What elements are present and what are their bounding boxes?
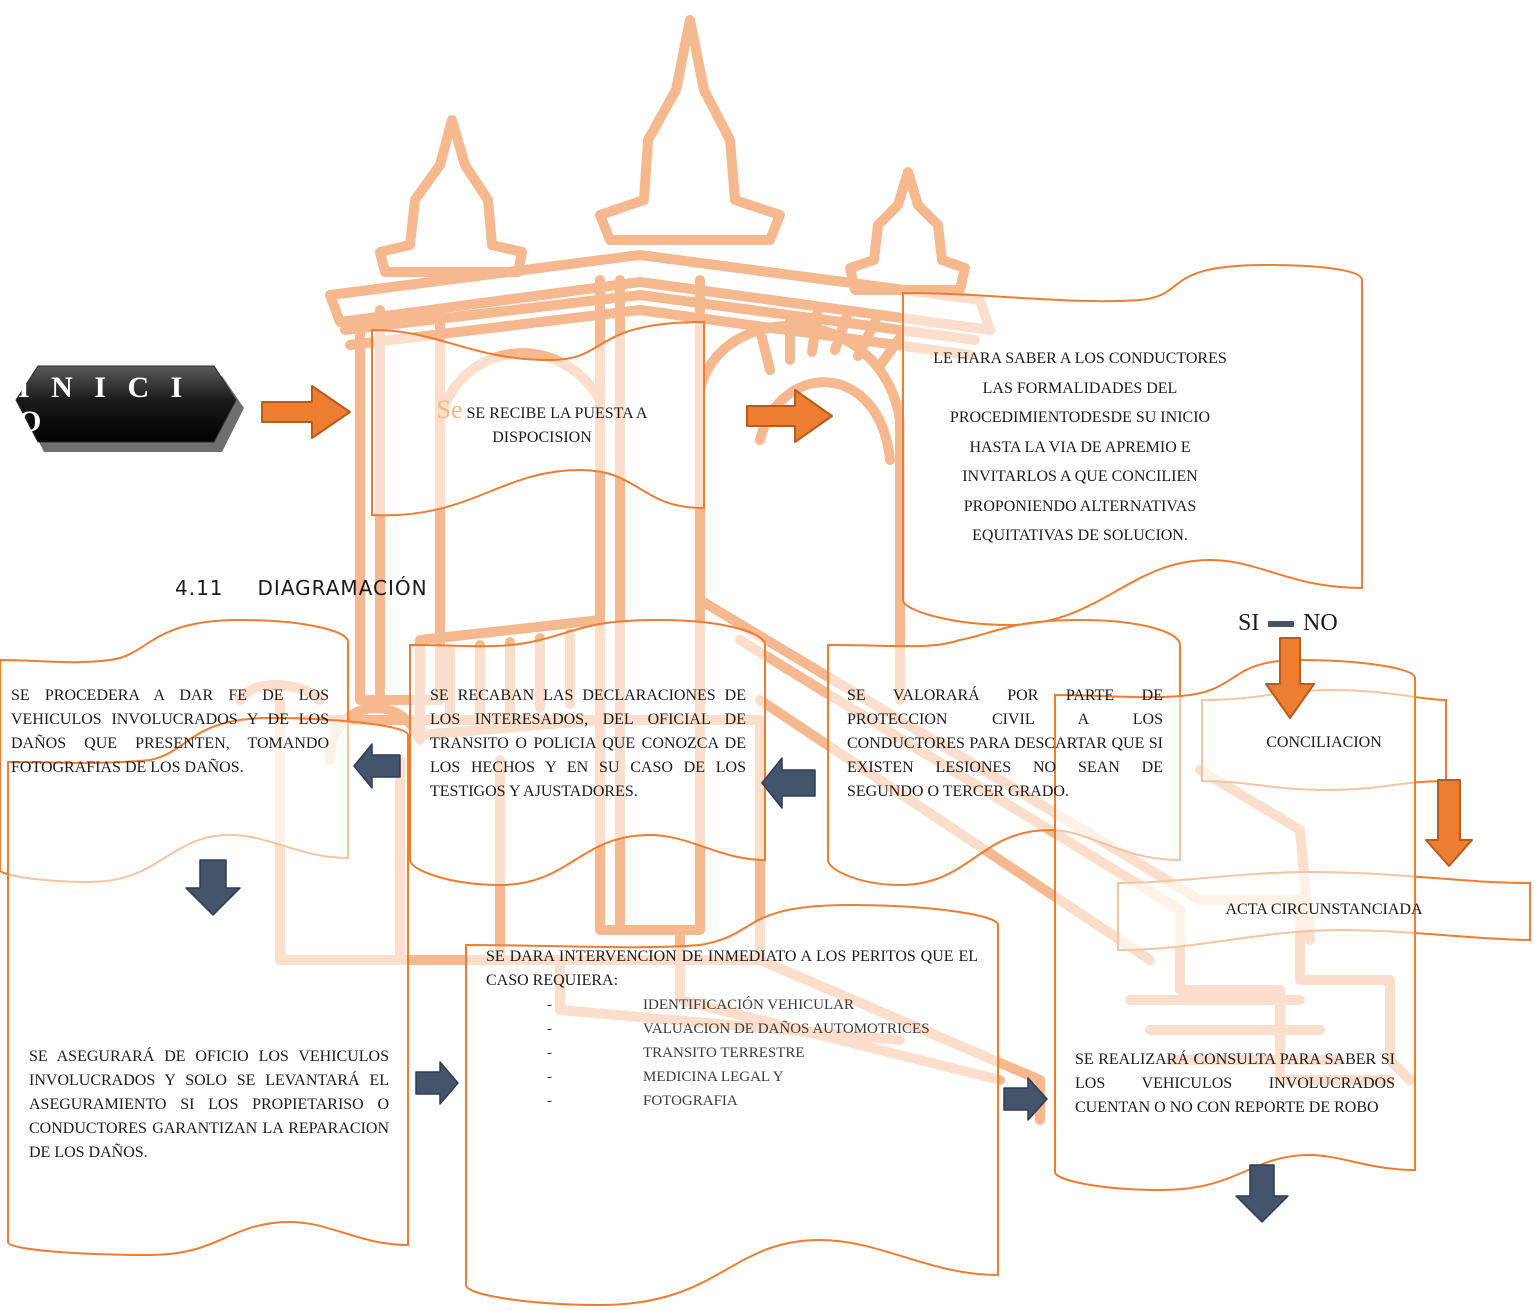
list-item: -IDENTIFICACIÓN VEHICULAR [547,997,854,1013]
node-asegurara: SE ASEGURARÁ DE OFICIO LOS VEHICULOS INV… [29,1048,389,1161]
document-shape-recibe [371,320,705,517]
node-recibe: Se SE RECIBE LA PUESTA A DISPOCISION [392,395,692,450]
arrow-down-icon [1425,779,1473,867]
node-recibe-text: SE RECIBE LA PUESTA A DISPOCISION [466,405,648,446]
branch-yes-label: SI [1238,610,1260,636]
section-number: 4.11 [175,576,224,600]
list-item: -TRANSITO TERRESTRE [547,1045,805,1061]
arrow-right-icon [415,1061,459,1105]
section-title: DIAGRAMACIÓN [257,576,428,600]
arrow-down-icon [1235,1164,1289,1223]
peritos-list: -IDENTIFICACIÓN VEHICULAR -VALUACION DE … [547,993,978,1113]
node-peritos: SE DARA INTERVENCION DE INMEDIATO A LOS … [486,945,978,1113]
document-shape-peritos [465,903,999,1307]
node-consulta: SE REALIZARÁ CONSULTA PARA SABER SI LOS … [1075,1051,1395,1116]
node-acta: ACTA CIRCUNSTANCIADA [1225,901,1423,918]
document-shape-asegurara [7,716,409,1257]
node-peritos-text: SE DARA INTERVENCION DE INMEDIATO A LOS … [486,948,978,989]
section-heading: 4.11 DIAGRAMACIÓN [175,576,428,600]
branch-no-label: NO [1303,610,1338,636]
node-dar-fe: SE PROCEDERA A DAR FE DE LOS VEHICULOS I… [11,687,329,776]
branch-marker [1268,621,1294,627]
node-declaraciones: SE RECABAN LAS DECLARACIONES DE LOS INTE… [430,687,746,800]
start-label[interactable]: I N I C I O [18,371,190,438]
start-terminator[interactable] [15,365,244,452]
ghost-text: Se [436,395,463,424]
arrow-left-icon [761,757,816,809]
document-shape-consulta [1054,658,1416,1192]
arrow-right-icon [261,385,351,439]
list-item: -FOTOGRAFIA [547,1093,738,1109]
list-item: -MEDICINA LEGAL Y [547,1069,784,1085]
node-formalidades: LE HARA SABER A LOS CONDUCTORES LAS FORM… [933,350,1227,544]
list-item: -VALUACION DE DAÑOS AUTOMOTRICES [547,1021,930,1037]
arrow-down-icon [1265,637,1315,719]
node-conciliacion: CONCILIACION [1266,734,1382,751]
arrow-left-icon [353,743,401,789]
arrow-right-icon [1003,1077,1048,1121]
arrow-down-icon [185,859,241,916]
node-valorara: SE VALORARÁ POR PARTE DE PROTECCION CIVI… [847,687,1163,800]
document-shape-declaraciones [409,618,766,887]
arrow-right-icon [746,389,833,443]
